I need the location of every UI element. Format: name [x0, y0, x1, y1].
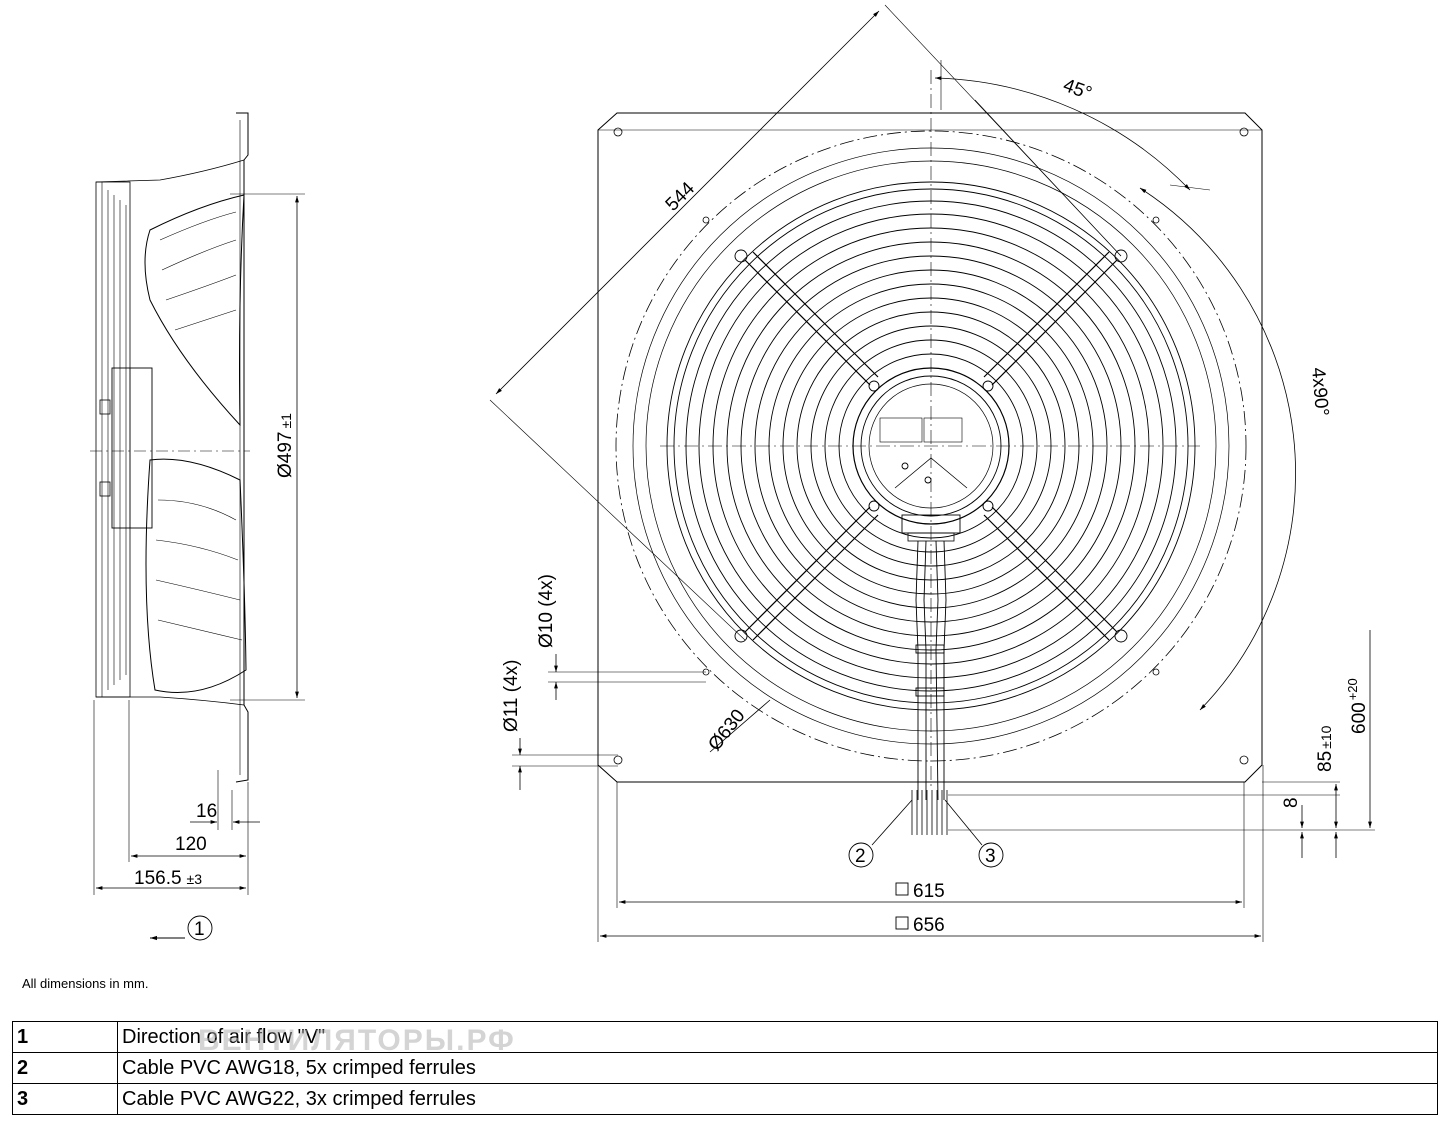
svg-text:85±10: 85±10: [1315, 725, 1336, 772]
side-view: [90, 112, 305, 941]
square-656-label: 656: [913, 915, 945, 936]
hole-11-label: Ø11 (4x): [501, 659, 522, 732]
legend-number: 1: [12, 1021, 118, 1053]
legend-table: 1 Direction of air flow "V" 2 Cable PVC …: [12, 1021, 1438, 1115]
dim-600-label: 600: [1349, 702, 1370, 734]
callout-1: 1: [194, 919, 205, 940]
dim-544-label: 544: [662, 178, 700, 216]
square-615-label: 615: [913, 881, 945, 902]
legend-text: Cable PVC AWG22, 3x crimped ferrules: [117, 1083, 1438, 1115]
legend-text: Cable PVC AWG18, 5x crimped ferrules: [117, 1052, 1438, 1084]
legend-text: Direction of air flow "V": [117, 1021, 1438, 1053]
side-view-labels: Ø497±1 16 120 156.5±3 1: [134, 413, 296, 940]
dim-16-label: 16: [196, 801, 217, 822]
front-view: [489, 4, 1375, 942]
svg-text:Ø497±1: Ø497±1: [275, 413, 296, 478]
svg-text:156.5±3: 156.5±3: [134, 868, 202, 889]
legend-number: 2: [12, 1052, 118, 1084]
hole-10-label: Ø10 (4x): [536, 574, 557, 648]
dim-156-label: 156.5: [134, 868, 182, 889]
angle-4x90-label: 4x90°: [1307, 367, 1332, 417]
legend-row: 2 Cable PVC AWG18, 5x crimped ferrules: [12, 1052, 1438, 1084]
svg-text:600+20: 600+20: [1345, 678, 1370, 734]
angle-45-label: 45°: [1060, 75, 1094, 105]
legend-row: 3 Cable PVC AWG22, 3x crimped ferrules: [12, 1083, 1438, 1115]
dim-8-label: 8: [1281, 797, 1302, 808]
callout-2: 2: [855, 846, 866, 867]
diameter-497-label: Ø497: [275, 432, 296, 478]
dim-85-label: 85: [1315, 751, 1336, 772]
dia-630-label: Ø630: [704, 706, 749, 756]
legend-number: 3: [12, 1083, 118, 1115]
front-view-labels: 544 45° 4x90° Ø10 (4x) Ø11 (4x) Ø630 85±…: [501, 75, 1370, 936]
dimensions-note: All dimensions in mm.: [22, 976, 149, 991]
callout-3: 3: [985, 846, 996, 867]
legend-row: 1 Direction of air flow "V": [12, 1021, 1438, 1053]
fan-technical-drawing: Ø497±1 16 120 156.5±3 1: [90, 4, 1375, 942]
dim-120-label: 120: [175, 834, 207, 855]
